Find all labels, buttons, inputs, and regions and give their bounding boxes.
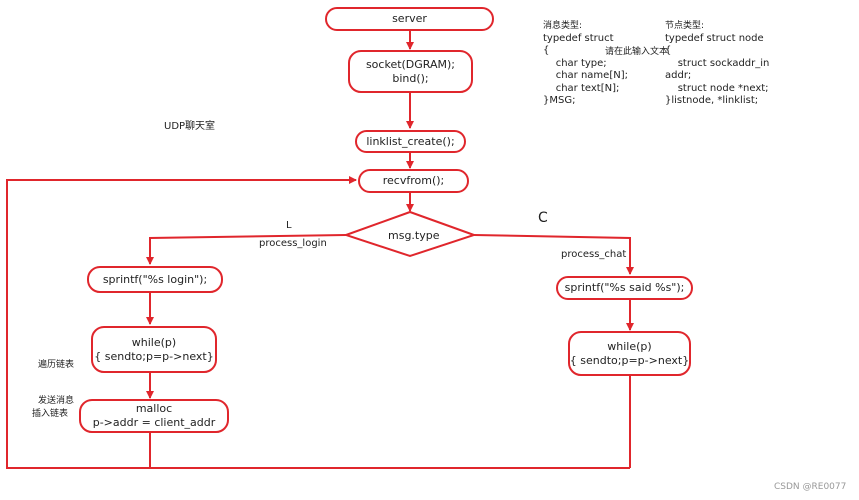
msg-struct-heading: 消息类型: <box>543 21 583 31</box>
chat-while-node: while(p) { sendto;p=p->next} <box>568 331 691 376</box>
login-while-line2: { sendto;p=p->next} <box>94 349 214 363</box>
malloc-line2: p->addr = client_addr <box>92 416 216 429</box>
msg-struct-line: char name[N]; <box>543 70 628 81</box>
login-sprintf-label: sprintf("%s login"); <box>102 272 208 286</box>
udp-chat-title: UDP聊天室 <box>164 121 216 132</box>
insert-list-note: 插入链表 <box>32 409 69 419</box>
recvfrom-node: recvfrom(); <box>358 169 469 193</box>
node-struct-line: addr; <box>665 70 692 81</box>
chat-while-line1: while(p) <box>607 339 652 353</box>
msg-struct-block: 消息类型: typedef struct { char type; char n… <box>543 20 628 108</box>
traverse-note: 遍历链表 发送消息 <box>38 335 74 419</box>
login-while-line1: while(p) <box>131 335 177 349</box>
linklist-create-label: linklist_create(); <box>366 134 455 148</box>
traverse-note-line2: 发送消息 <box>38 396 75 406</box>
edge-loop-back <box>6 176 630 469</box>
csdn-watermark: CSDN @RE0077 <box>774 482 847 492</box>
node-struct-line: struct node *next; <box>665 82 769 94</box>
node-struct-heading: 节点类型: <box>665 21 705 31</box>
branch-l-label: L <box>286 220 292 231</box>
node-struct-line: struct sockaddr_in <box>665 57 770 69</box>
msg-struct-line: char text[N]; <box>543 82 620 94</box>
socket-line: socket(DGRAM); <box>365 57 456 71</box>
linklist-create-node: linklist_create(); <box>355 130 466 153</box>
malloc-node: malloc p->addr = client_addr <box>79 399 229 433</box>
process-chat-label: process_chat <box>561 249 627 260</box>
chat-sprintf-node: sprintf("%s said %s"); <box>556 276 693 300</box>
msg-struct-line: { <box>543 45 550 56</box>
login-sprintf-node: sprintf("%s login"); <box>87 266 223 293</box>
msg-struct-line: char type; <box>543 57 607 69</box>
msg-struct-line: }MSG; <box>543 95 576 106</box>
traverse-note-line1: 遍历链表 <box>38 360 75 370</box>
bind-line: bind(); <box>392 71 429 85</box>
chat-sprintf-label: sprintf("%s said %s"); <box>564 281 685 294</box>
login-while-node: while(p) { sendto;p=p->next} <box>91 326 217 373</box>
node-struct-line: typedef struct node <box>665 32 764 44</box>
edge-decision-login <box>146 234 347 265</box>
process-login-label: process_login <box>259 238 327 249</box>
malloc-line1: malloc <box>135 402 173 415</box>
server-node: server <box>325 7 494 31</box>
edge-decision-chat <box>473 234 634 275</box>
recvfrom-label: recvfrom(); <box>382 174 445 187</box>
decision-diamond <box>342 210 478 258</box>
msg-struct-line: typedef struct <box>543 32 614 44</box>
socket-bind-node: socket(DGRAM); bind(); <box>348 50 473 93</box>
node-struct-line: }listnode, *linklist; <box>665 95 759 106</box>
node-struct-line: { <box>665 45 672 56</box>
input-hint-text: 请在此输入文本 <box>605 47 669 57</box>
server-node-label: server <box>392 12 427 25</box>
branch-c-label: C <box>538 210 548 226</box>
chat-while-line2: { sendto;p=p->next} <box>569 353 690 367</box>
node-struct-block: 节点类型: typedef struct node { struct socka… <box>665 20 769 108</box>
decision-label: msg.type <box>388 229 440 242</box>
